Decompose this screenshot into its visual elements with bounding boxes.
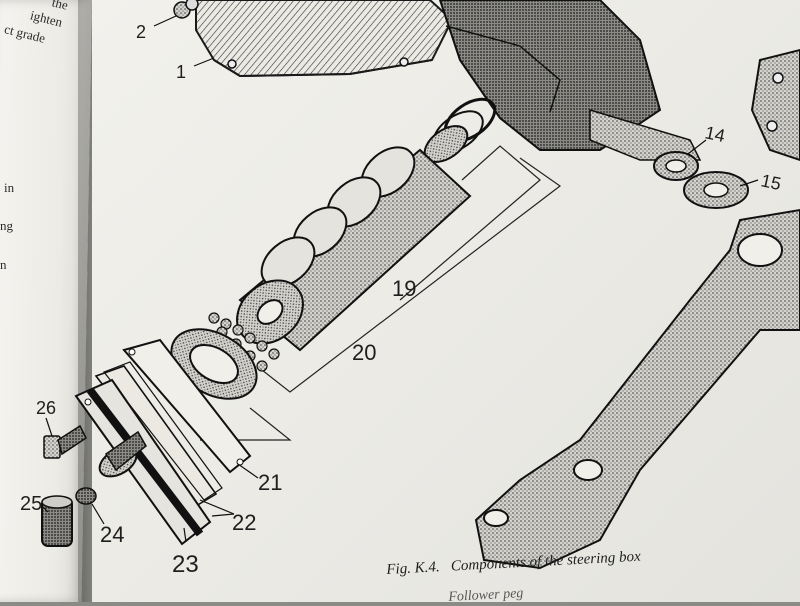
caption-next-line: Follower peg xyxy=(448,586,524,605)
leader-lines xyxy=(39,15,759,543)
callout-22: 22 xyxy=(232,510,256,535)
bearing-rings xyxy=(423,97,497,163)
callout-2: 2 xyxy=(136,22,146,42)
washer-part-15 xyxy=(683,171,749,209)
left-page-line: in xyxy=(4,180,15,195)
cover-plate-part xyxy=(195,0,454,78)
end-cover-part-23 xyxy=(74,378,212,546)
nut-part-24 xyxy=(75,487,97,505)
cap-nut-part-25 xyxy=(41,495,73,547)
gasket-part-21 xyxy=(122,338,252,474)
bracket-line-19 xyxy=(399,145,541,301)
edge-component xyxy=(750,48,800,162)
callout-25: 25 xyxy=(20,493,42,515)
right-page xyxy=(92,0,800,602)
left-page-line: n xyxy=(0,257,7,272)
callout-21: 21 xyxy=(258,470,282,495)
callout-20: 20 xyxy=(352,340,376,365)
figure-label: Fig. K.4. xyxy=(386,559,441,578)
bolt-part-2 xyxy=(173,0,199,19)
drop-arm-part xyxy=(474,208,800,570)
callout-19: 19 xyxy=(392,276,416,301)
oil-seal-part-14 xyxy=(653,151,699,181)
steering-box-housing xyxy=(438,0,702,161)
callout-1: 1 xyxy=(176,62,186,82)
worm-shaft-part-19 xyxy=(236,146,472,352)
callout-26: 26 xyxy=(36,398,56,418)
callout-24: 24 xyxy=(100,522,124,547)
callout-23: 23 xyxy=(172,551,199,578)
callout-14: 14 xyxy=(703,122,727,146)
callout-15: 15 xyxy=(759,170,783,194)
bracket-line-20 xyxy=(261,157,562,393)
left-page-line: ng xyxy=(0,218,13,233)
